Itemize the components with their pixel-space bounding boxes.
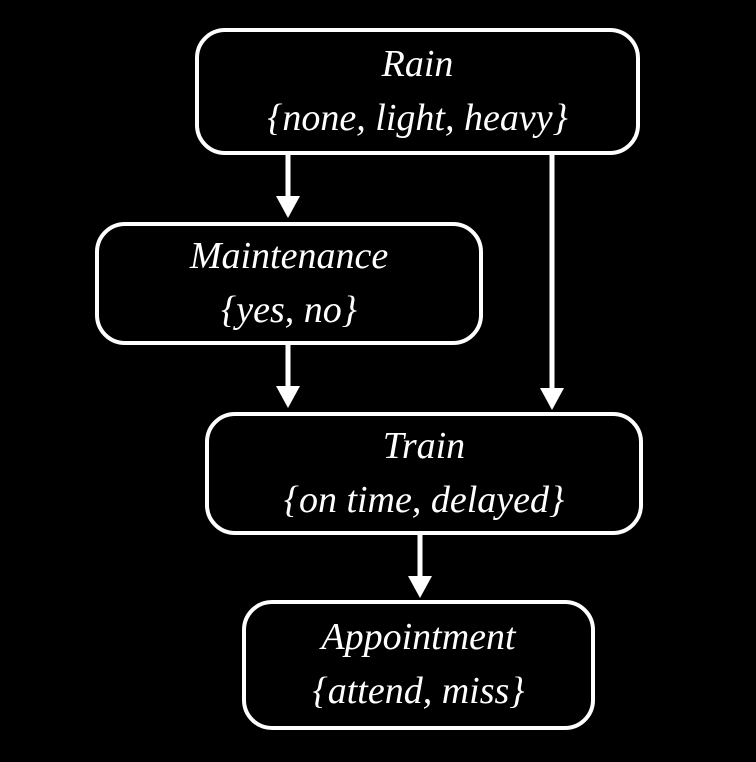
- edge-train-to-appointment: [408, 535, 432, 598]
- arrowhead: [408, 576, 432, 598]
- node-train: Train {on time, delayed}: [205, 412, 643, 535]
- arrowhead: [276, 386, 300, 408]
- node-appointment: Appointment {attend, miss}: [242, 600, 595, 730]
- node-rain-label: Rain: [381, 42, 454, 85]
- node-maintenance: Maintenance {yes, no}: [95, 222, 483, 345]
- arrowhead: [540, 388, 564, 410]
- node-rain-domain: {none, light, heavy}: [267, 96, 568, 139]
- node-rain: Rain {none, light, heavy}: [195, 28, 640, 155]
- node-appointment-label: Appointment: [321, 616, 516, 659]
- node-train-label: Train: [382, 424, 466, 467]
- edge-rain-to-maintenance: [276, 155, 300, 218]
- node-maintenance-domain: {yes, no}: [221, 288, 357, 331]
- node-maintenance-label: Maintenance: [189, 234, 389, 277]
- edge-maintenance-to-train: [276, 345, 300, 408]
- node-train-domain: {on time, delayed}: [283, 478, 565, 521]
- edge-rain-to-train: [540, 153, 564, 410]
- node-appointment-domain: {attend, miss}: [312, 670, 525, 712]
- arrowhead: [276, 196, 300, 218]
